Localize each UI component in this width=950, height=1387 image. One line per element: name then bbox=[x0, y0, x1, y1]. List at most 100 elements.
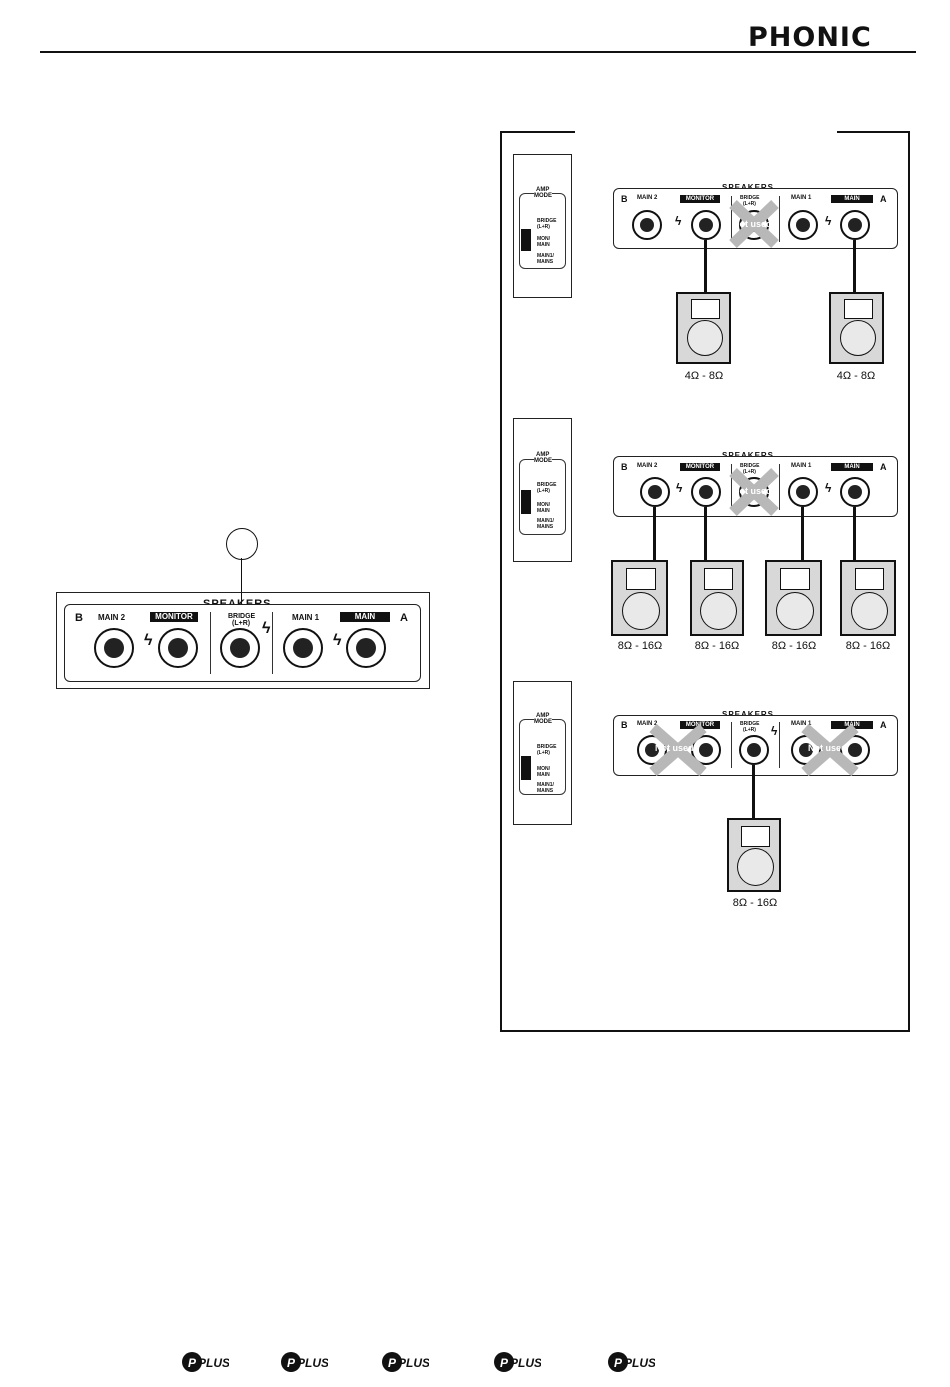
speaker-3 bbox=[727, 818, 781, 892]
plus-badge-text-3: PLUS bbox=[398, 1356, 429, 1370]
left-main-label: MAIN bbox=[340, 612, 390, 622]
left-bridge-label: BRIDGE bbox=[228, 613, 256, 620]
amp-opt-bridge-sub-1: (L+R) bbox=[537, 224, 550, 230]
bridge-sub-3: (L+R) bbox=[743, 727, 756, 733]
bolt-icon-3: ϟ bbox=[771, 724, 778, 738]
amp-opt-mon-sub-2: MAIN bbox=[537, 508, 550, 514]
left-jack-bridge[interactable] bbox=[220, 628, 260, 668]
left-jack-main2[interactable] bbox=[94, 628, 134, 668]
divider-3b bbox=[779, 722, 780, 768]
speaker-2b bbox=[690, 560, 744, 636]
main-label-1: MAIN bbox=[831, 195, 873, 203]
amp-switch-2[interactable] bbox=[521, 490, 531, 514]
plus-badge-text-4: PLUS bbox=[510, 1356, 541, 1370]
svg-text:P: P bbox=[188, 1356, 197, 1370]
jack-monitor-2[interactable] bbox=[691, 477, 721, 507]
amp-switch-1[interactable] bbox=[521, 229, 531, 251]
jack-main1-1[interactable] bbox=[788, 210, 818, 240]
brand-logo: PHONIC bbox=[748, 22, 872, 53]
left-divider-1 bbox=[210, 612, 211, 674]
not-used-cross-icon-2 bbox=[729, 468, 779, 516]
amp-mode-title-3: AMP bbox=[536, 713, 550, 719]
amp-switch-3[interactable] bbox=[521, 756, 531, 780]
left-side-a: A bbox=[400, 612, 408, 624]
side-b-2: B bbox=[621, 462, 628, 472]
speaker-1a bbox=[676, 292, 731, 364]
divider-1a bbox=[731, 196, 732, 242]
amp-opt-main-sub-1: MAINS bbox=[537, 259, 554, 265]
left-jack-main1[interactable] bbox=[283, 628, 323, 668]
impedance-2c: 8Ω - 16Ω bbox=[771, 640, 817, 652]
not-used-cross-icon-3b bbox=[801, 724, 859, 776]
bolt-icon-2b: ϟ bbox=[825, 481, 832, 495]
impedance-1b: 4Ω - 8Ω bbox=[836, 370, 876, 382]
left-jack-monitor[interactable] bbox=[158, 628, 198, 668]
left-main2-label: MAIN 2 bbox=[98, 613, 126, 622]
amp-mode-box-3 bbox=[513, 681, 572, 825]
speaker-2c bbox=[765, 560, 822, 636]
side-a-3: A bbox=[880, 720, 887, 730]
impedance-2d: 8Ω - 16Ω bbox=[845, 640, 891, 652]
jack-main2-1[interactable] bbox=[632, 210, 662, 240]
not-used-cross-icon-3a bbox=[649, 724, 707, 776]
bridge-label-1: BRIDGE bbox=[740, 195, 760, 201]
not-used-label-3b: Not used bbox=[808, 743, 847, 753]
speakers-title-2: SPEAKERS bbox=[722, 451, 774, 460]
not-used-label-3a: Not used bbox=[655, 743, 694, 753]
wire-3 bbox=[752, 765, 755, 820]
amp-opt-mon-2: MON/ bbox=[537, 502, 551, 508]
wire-2a bbox=[653, 507, 656, 562]
left-monitor-label: MONITOR bbox=[150, 612, 198, 622]
wire-2b bbox=[704, 507, 707, 562]
jack-main-1[interactable] bbox=[840, 210, 870, 240]
amp-opt-main-3: MAIN1/ bbox=[537, 782, 554, 788]
svg-text:P: P bbox=[614, 1356, 623, 1370]
plus-badge-text-5: PLUS bbox=[624, 1356, 655, 1370]
left-bolt-icon-1: ϟ bbox=[144, 632, 153, 649]
callout-circle bbox=[226, 528, 258, 560]
impedance-2a: 8Ω - 16Ω bbox=[617, 640, 663, 652]
speaker-2a bbox=[611, 560, 668, 636]
bridge-sub-2: (L+R) bbox=[743, 469, 756, 475]
divider-2a bbox=[731, 464, 732, 510]
impedance-3: 8Ω - 16Ω bbox=[732, 897, 778, 909]
jack-main1-2[interactable] bbox=[788, 477, 818, 507]
amp-mode-title2-2: MODE bbox=[534, 458, 552, 464]
left-jack-main[interactable] bbox=[346, 628, 386, 668]
svg-text:P: P bbox=[287, 1356, 296, 1370]
jack-main2-2[interactable] bbox=[640, 477, 670, 507]
divider-3a bbox=[731, 722, 732, 768]
amp-opt-main-1: MAIN1/ bbox=[537, 253, 554, 259]
speakers-title-3: SPEAKERS bbox=[722, 710, 774, 719]
left-bridge-sub: (L+R) bbox=[232, 620, 251, 627]
left-bolt-icon-3: ϟ bbox=[333, 632, 342, 649]
amp-opt-mon-3: MON/ bbox=[537, 766, 551, 772]
jack-main-2[interactable] bbox=[840, 477, 870, 507]
side-a-2: A bbox=[880, 462, 887, 472]
amp-opt-bridge-sub-2: (L+R) bbox=[537, 488, 550, 494]
not-used-cross-icon-1 bbox=[729, 200, 779, 248]
wire-1b bbox=[853, 240, 856, 293]
wire-2c bbox=[801, 507, 804, 562]
plus-badge-text-2: PLUS bbox=[297, 1356, 328, 1370]
amp-opt-main-sub-3: MAINS bbox=[537, 788, 554, 794]
main1-label-2: MAIN 1 bbox=[791, 463, 812, 469]
not-used-label-1: Not used bbox=[733, 219, 772, 229]
amp-mode-title2-3: MODE bbox=[534, 719, 552, 725]
side-a-1: A bbox=[880, 194, 887, 204]
amp-opt-bridge-3: BRIDGE bbox=[537, 744, 557, 750]
main2-label-2: MAIN 2 bbox=[637, 463, 658, 469]
amp-opt-mon-1: MON/ bbox=[537, 236, 551, 242]
jack-bridge-3[interactable] bbox=[739, 735, 769, 765]
main1-label-3: MAIN 1 bbox=[791, 721, 812, 727]
left-bolt-icon-2: ϟ bbox=[262, 620, 271, 637]
left-main1-label: MAIN 1 bbox=[292, 613, 320, 622]
bolt-icon-1b: ϟ bbox=[825, 214, 832, 228]
side-b-3: B bbox=[621, 720, 628, 730]
impedance-1a: 4Ω - 8Ω bbox=[684, 370, 724, 382]
jack-monitor-1[interactable] bbox=[691, 210, 721, 240]
plus-badge-text-1: PLUS bbox=[198, 1356, 229, 1370]
